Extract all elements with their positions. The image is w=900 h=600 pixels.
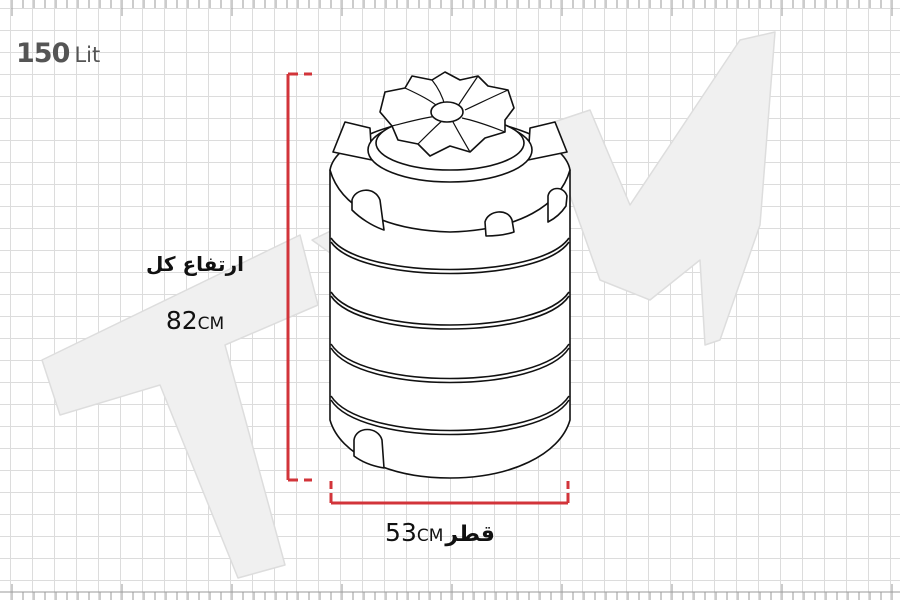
height-value: 82 xyxy=(165,306,198,335)
tank-rib xyxy=(330,237,570,271)
tank-arch xyxy=(547,187,568,223)
height-unit: CM xyxy=(197,314,225,334)
tank-lug xyxy=(527,121,568,161)
tank-arch xyxy=(351,189,385,231)
tank-rib xyxy=(330,291,570,326)
diameter-title: قطر xyxy=(445,522,495,547)
diameter-measure: 53CMقطر xyxy=(330,518,550,547)
tank-rib xyxy=(330,241,570,275)
tank-outlet xyxy=(353,428,385,469)
tank-rib xyxy=(330,295,570,330)
diameter-value: 53 xyxy=(385,518,417,547)
height-measure: 82CM xyxy=(130,306,260,335)
capacity-label: 150 Lit xyxy=(16,38,100,69)
tank-rib xyxy=(330,399,570,436)
diameter-unit: CM xyxy=(416,526,444,546)
tank-lid-logo xyxy=(430,101,464,123)
tank-rib xyxy=(330,395,570,432)
tank-rib xyxy=(330,347,570,384)
tank-lug xyxy=(332,121,373,161)
tank-rib xyxy=(330,343,570,380)
capacity-unit: Lit xyxy=(74,43,101,67)
height-title: ارتفاع کل xyxy=(146,252,244,276)
tank-arch xyxy=(484,211,515,237)
tank-body xyxy=(329,169,571,479)
capacity-value: 150 xyxy=(16,38,70,69)
